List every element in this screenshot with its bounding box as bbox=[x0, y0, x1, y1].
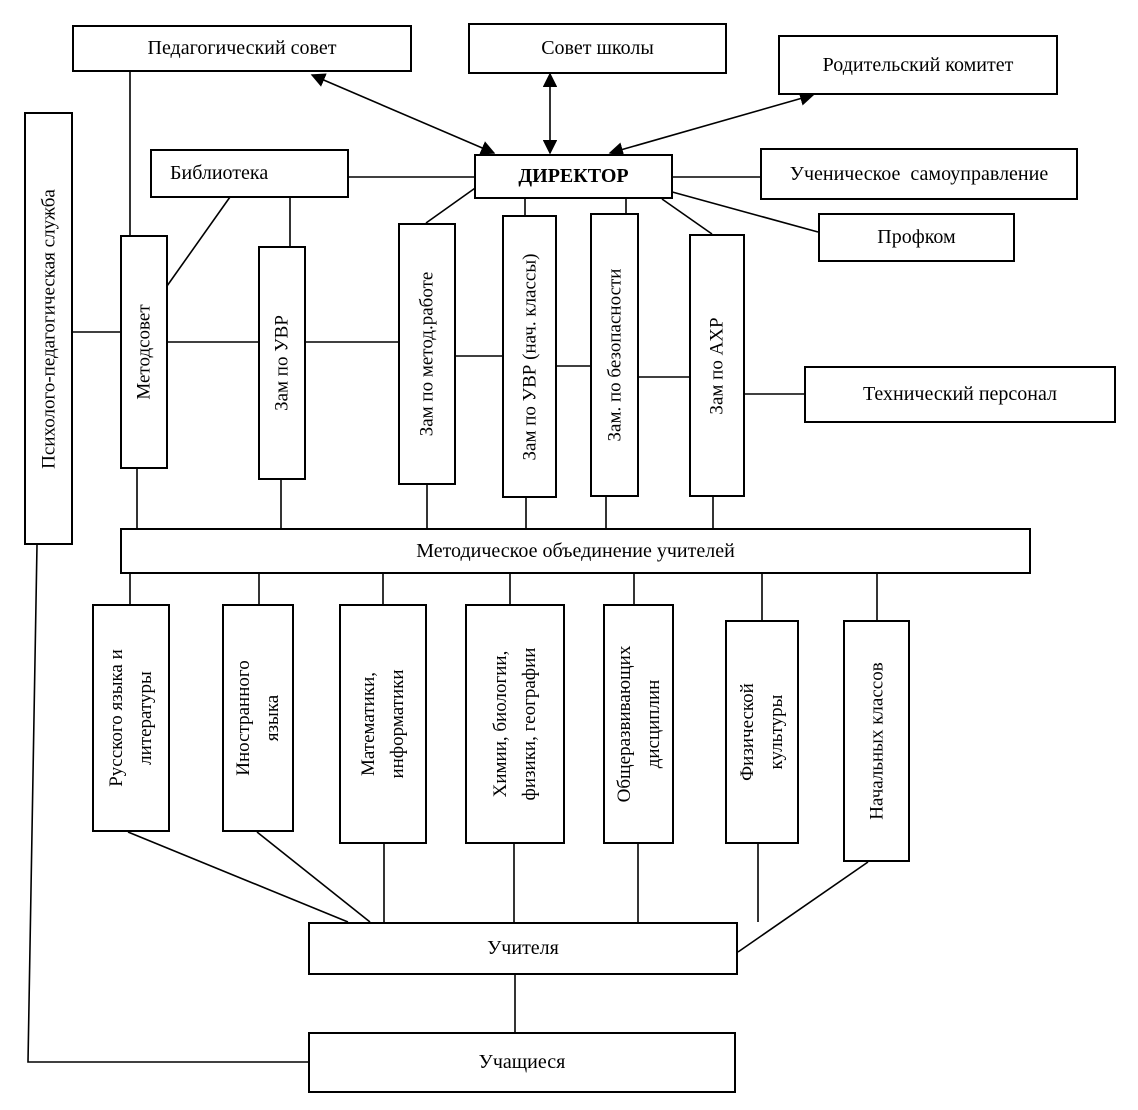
uch-samoupr-box: Ученическое самоуправление bbox=[760, 148, 1078, 200]
metod-obed-label: Методическое объединение учителей bbox=[416, 539, 735, 562]
dept-russkiy-label: Русского языка и литературы bbox=[102, 649, 160, 787]
profkom-label: Профком bbox=[877, 226, 956, 248]
ped-sovet-box: Педагогический совет bbox=[72, 25, 412, 72]
biblioteka-label: Библиотека bbox=[170, 162, 269, 184]
line-psych-uchashchiesya bbox=[27, 544, 308, 1063]
dept-himii-label: Химии, биологии, физики, географии bbox=[486, 648, 544, 801]
line-biblioteka-metodsovet bbox=[166, 196, 231, 287]
dept-matem-line2: информатики bbox=[387, 669, 408, 779]
tech-personal-label: Технический персонал bbox=[862, 383, 1058, 405]
dept-inostr-line2: языка bbox=[262, 694, 283, 742]
uch-samoupr-label: Ученическое самоуправление bbox=[789, 162, 1049, 185]
zam-bezop-box: Зам. по безопасности bbox=[590, 213, 639, 497]
dept-inostr-box: Иностранного языка bbox=[222, 604, 294, 832]
dept-inostr-line1: Иностранного bbox=[233, 660, 254, 776]
dept-fiz-box: Физической культуры bbox=[725, 620, 799, 844]
uchashchiesya-box: Учащиеся bbox=[308, 1032, 736, 1093]
profkom-box: Профком bbox=[818, 213, 1015, 262]
zam-uvr-label: Зам по УВР bbox=[271, 315, 293, 411]
dept-himii-line2: физики, географии bbox=[519, 647, 540, 801]
dept-russkiy-line2: литературы bbox=[135, 671, 156, 765]
zam-uvr-nach-box: Зам по УВР (нач. классы) bbox=[502, 215, 557, 498]
psych-sluzhba-box: Психолого-педагогическая служба bbox=[24, 112, 73, 545]
uchitelya-label: Учителя bbox=[487, 937, 559, 959]
dept-fiz-line1: Физической bbox=[737, 683, 758, 781]
uchashchiesya-label: Учащиеся bbox=[478, 1051, 566, 1073]
dept-obshch-box: Общеразвивающих дисциплин bbox=[603, 604, 674, 844]
dept-nach-box: Начальных классов bbox=[843, 620, 910, 862]
line-director-zammetod bbox=[425, 185, 479, 224]
dept-himii-line1: Химии, биологии, bbox=[490, 650, 511, 798]
dept-fiz-line2: культуры bbox=[766, 694, 787, 770]
dept-himii-box: Химии, биологии, физики, географии bbox=[465, 604, 565, 844]
dept-obshch-line2: дисциплин bbox=[642, 679, 664, 769]
dept-obshch-line1: Общеразвивающих bbox=[613, 645, 635, 803]
line-director-zamahr bbox=[661, 198, 713, 235]
uchitelya-box: Учителя bbox=[308, 922, 738, 975]
zam-metod-label: Зам по метод.работе bbox=[416, 271, 438, 437]
metod-obed-box: Методическое объединение учителей bbox=[120, 528, 1031, 574]
psych-sluzhba-label: Психолого-педагогическая служба bbox=[38, 188, 59, 469]
dept-obshch-label: Общеразвивающих дисциплин bbox=[610, 646, 668, 803]
line-uch-2 bbox=[256, 831, 371, 923]
biblioteka-box: Библиотека bbox=[150, 149, 349, 198]
dept-russkiy-line1: Русского языка и bbox=[106, 649, 127, 787]
dept-inostr-label: Иностранного языка bbox=[229, 660, 287, 775]
zam-uvr-nach-label: Зам по УВР (нач. классы) bbox=[519, 253, 540, 460]
sovet-shkoly-box: Совет школы bbox=[468, 23, 727, 74]
dept-matem-box: Математики, информатики bbox=[339, 604, 427, 844]
zam-metod-box: Зам по метод.работе bbox=[398, 223, 456, 485]
dept-nach-label: Начальных классов bbox=[862, 662, 891, 819]
zam-uvr-box: Зам по УВР bbox=[258, 246, 306, 480]
ped-sovet-label: Педагогический совет bbox=[147, 37, 337, 59]
dept-russkiy-box: Русского языка и литературы bbox=[92, 604, 170, 832]
dept-nach-line1: Начальных классов bbox=[866, 662, 887, 820]
direktor-box: ДИРЕКТОР bbox=[474, 154, 673, 199]
line-director-profkom bbox=[664, 189, 819, 233]
dept-fiz-label: Физической культуры bbox=[733, 683, 791, 781]
zam-bezop-label: Зам. по безопасности bbox=[604, 268, 625, 442]
tech-personal-box: Технический персонал bbox=[804, 366, 1116, 423]
metodsovet-box: Методсовет bbox=[120, 235, 168, 469]
direktor-label: ДИРЕКТОР bbox=[518, 165, 629, 187]
dept-matem-label: Математики, информатики bbox=[354, 669, 412, 778]
sovet-shkoly-label: Совет школы bbox=[541, 37, 654, 59]
line-uch-1 bbox=[127, 831, 349, 923]
zam-ahr-box: Зам по АХР bbox=[689, 234, 745, 497]
zam-ahr-label: Зам по АХР bbox=[706, 316, 728, 415]
metodsovet-label: Методсовет bbox=[133, 304, 155, 400]
arrow-rod-komitet-director bbox=[608, 91, 815, 157]
rod-komitet-label: Родительский комитет bbox=[822, 53, 1014, 76]
rod-komitet-box: Родительский комитет bbox=[778, 35, 1058, 95]
arrow-ped-sovet-director bbox=[310, 73, 496, 155]
line-uch-7 bbox=[737, 861, 869, 953]
dept-matem-line1: Математики, bbox=[358, 671, 379, 777]
